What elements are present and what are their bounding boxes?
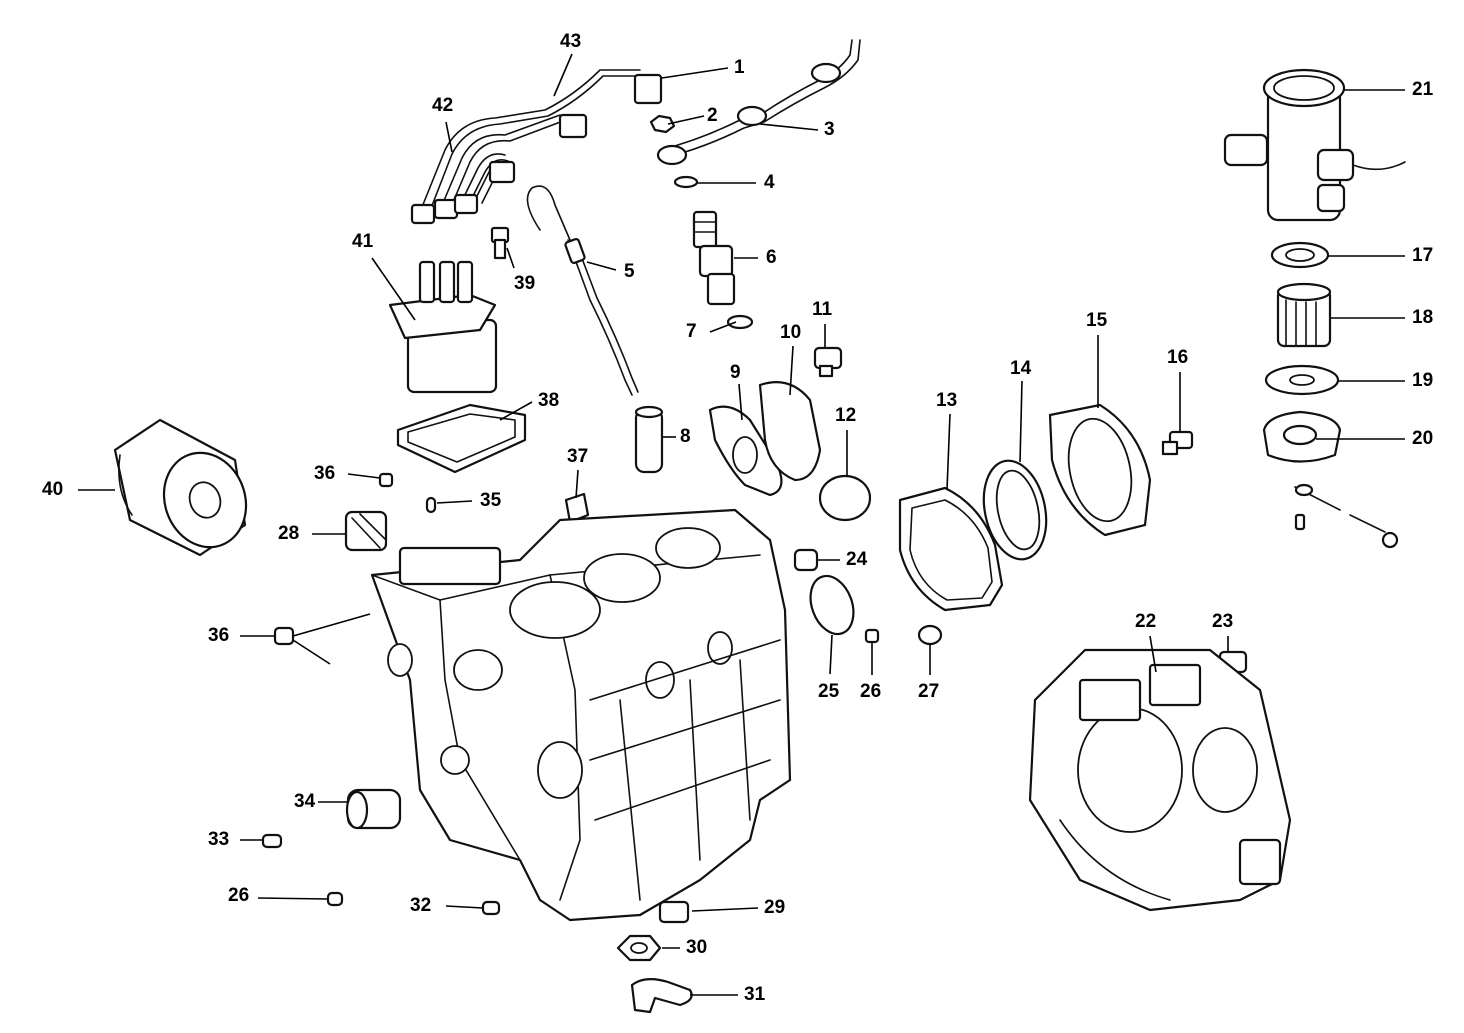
- callout-19: 19: [1412, 370, 1433, 391]
- callout-40: 40: [42, 479, 63, 500]
- callout-27: 27: [918, 681, 939, 702]
- callout-30: 30: [686, 937, 707, 958]
- callout-12: 12: [835, 405, 856, 426]
- callout-26a: 26: [860, 681, 881, 702]
- callout-18: 18: [1412, 307, 1433, 328]
- callout-35: 35: [480, 490, 502, 511]
- callout-42: 42: [432, 95, 453, 116]
- callout-25: 25: [818, 681, 840, 702]
- callout-4: 4: [764, 172, 775, 193]
- callout-2: 2: [707, 105, 718, 126]
- callout-20: 20: [1412, 428, 1433, 449]
- callout-43: 43: [560, 31, 581, 52]
- callout-33: 33: [208, 829, 229, 850]
- callout-16: 16: [1167, 347, 1188, 368]
- callout-3: 3: [824, 119, 835, 140]
- oil-filter: [113, 418, 248, 557]
- callout-31: 31: [744, 984, 766, 1005]
- callout-23: 23: [1212, 611, 1233, 632]
- callout-17: 17: [1412, 245, 1433, 266]
- callout-13: 13: [936, 390, 957, 411]
- callout-11: 11: [812, 299, 833, 320]
- callout-9: 9: [730, 362, 741, 383]
- injection-pump: [388, 226, 527, 474]
- callout-7: 7: [686, 321, 697, 342]
- flywheel-housing: [1028, 648, 1292, 912]
- callout-28: 28: [278, 523, 299, 544]
- callout-10: 10: [780, 322, 801, 343]
- cover-plates: [708, 346, 872, 522]
- callout-41: 41: [352, 231, 374, 252]
- callout-8: 8: [680, 426, 691, 447]
- sleeve-tube: [634, 405, 664, 474]
- callout-1: 1: [734, 57, 745, 78]
- callout-29: 29: [764, 897, 785, 918]
- fuel-pump-assembly: [1223, 68, 1406, 549]
- engine-block: [370, 508, 792, 922]
- injector: [692, 210, 736, 306]
- callout-24: 24: [846, 549, 868, 570]
- callout-38: 38: [538, 390, 559, 411]
- callout-5: 5: [624, 261, 635, 282]
- callout-32: 32: [410, 895, 431, 916]
- callout-21: 21: [1412, 79, 1434, 100]
- callout-6: 6: [766, 247, 777, 268]
- callout-36a: 36: [314, 463, 335, 484]
- callout-22: 22: [1135, 611, 1156, 632]
- callout-37: 37: [567, 446, 588, 467]
- callout-15: 15: [1086, 310, 1108, 331]
- callout-36b: 36: [208, 625, 229, 646]
- callout-26b: 26: [228, 885, 249, 906]
- leader-lines: [78, 53, 1405, 996]
- callout-14: 14: [1010, 358, 1032, 379]
- rear-seal-assembly: [898, 403, 1194, 612]
- callout-34: 34: [294, 791, 316, 812]
- injection-pipes: [410, 39, 861, 225]
- callout-39: 39: [514, 273, 535, 294]
- small-fittings: [649, 114, 754, 330]
- dipstick: [526, 185, 639, 396]
- callout-labels: 1 2 3 4 5 6 7 8 9 10 11 12 13 14 15 16 1…: [42, 31, 1434, 1005]
